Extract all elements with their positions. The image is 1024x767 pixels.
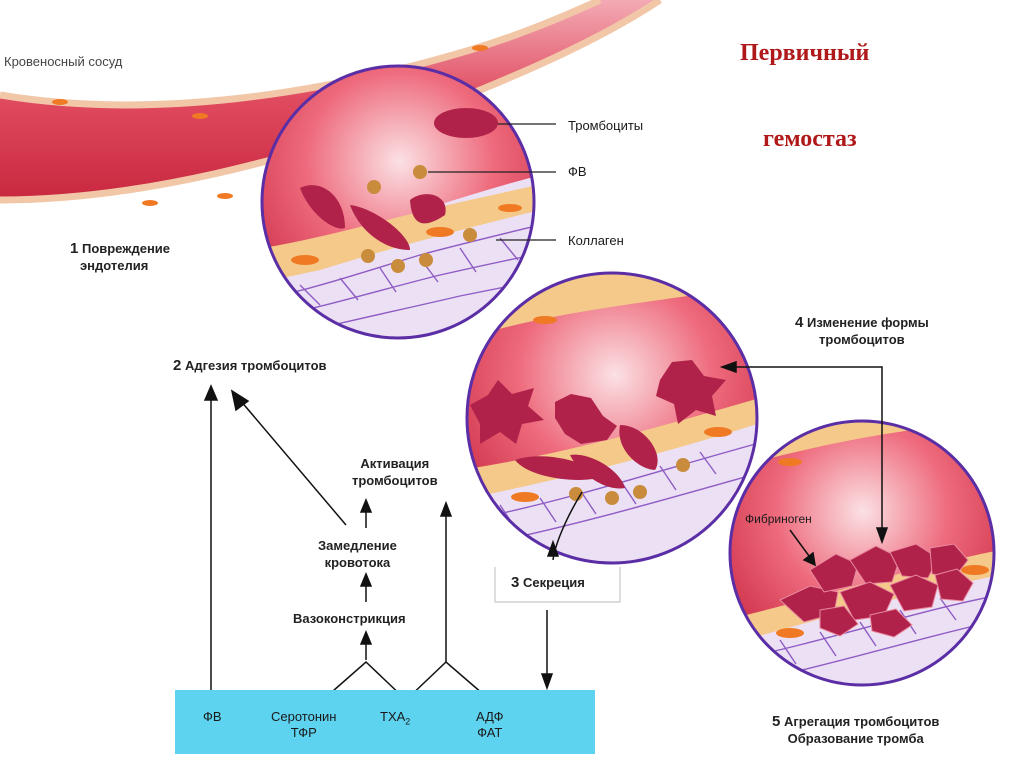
bar-adp-line2: ФАТ xyxy=(477,725,503,740)
step-5-number: 5 xyxy=(772,713,781,730)
step-5-line1: Агрегация тромбоцитов xyxy=(783,714,940,729)
vwf-label: ФВ xyxy=(568,164,587,179)
slowdown-line1: Замедление xyxy=(318,538,397,553)
step-1-label: 1 Повреждение эндотелия xyxy=(70,240,170,274)
secretion-bracket xyxy=(494,567,621,603)
step-1-number: 1 xyxy=(70,240,79,257)
step-1-line1: Повреждение xyxy=(81,241,171,256)
step-1-line2: эндотелия xyxy=(80,258,149,273)
step-3-label: 3 Секреция xyxy=(511,574,585,591)
step-3-number: 3 xyxy=(511,574,520,591)
bar-serotonin: Серотонин ТФР xyxy=(271,709,336,741)
bar-vwf: ФВ xyxy=(203,709,222,724)
step-2-number: 2 xyxy=(173,357,182,374)
title-line2: гемостаз xyxy=(763,126,857,152)
slowdown-label: Замедление кровотока xyxy=(318,537,397,571)
bar-txa-text: ТХА xyxy=(380,709,406,724)
magnified-view-aggregation xyxy=(728,419,996,687)
magnified-view-injury xyxy=(260,64,536,340)
title-line1: Первичный xyxy=(740,40,870,66)
step-4-line2: тромбоцитов xyxy=(819,332,905,347)
activation-line2: тромбоцитов xyxy=(352,473,438,488)
bar-txa-sub: 2 xyxy=(405,716,411,727)
step-3-text: Секреция xyxy=(522,575,585,590)
bar-adp-line1: АДФ xyxy=(476,709,504,724)
step-5-line2: Образование тромба xyxy=(787,731,924,746)
magnified-view-shape-change xyxy=(465,271,759,565)
fibrinogen-label: Фибриноген xyxy=(745,512,812,526)
bar-txa: ТХА2 xyxy=(380,709,410,730)
vessel-label: Кровеносный сосуд xyxy=(4,54,123,69)
bar-adp: АДФ ФАТ xyxy=(476,709,504,741)
mediators-bar xyxy=(175,690,595,754)
step-5-label: 5 Агрегация тромбоцитов Образование тром… xyxy=(772,713,939,747)
activation-label: Активация тромбоцитов xyxy=(352,455,438,489)
step-2-label: 2 Адгезия тромбоцитов xyxy=(173,357,327,374)
bar-serotonin-line2: ТФР xyxy=(290,725,317,740)
activation-line1: Активация xyxy=(360,456,430,471)
platelets-label: Тромбоциты xyxy=(568,118,644,133)
step-4-number: 4 xyxy=(795,314,804,331)
flow-arrows xyxy=(203,360,889,702)
collagen-label: Коллаген xyxy=(568,233,624,248)
step-4-label: 4 Изменение формы тромбоцитов xyxy=(795,314,929,348)
step-2-text: Адгезия тромбоцитов xyxy=(184,358,327,373)
bar-serotonin-line1: Серотонин xyxy=(271,709,337,724)
step-4-line1: Изменение формы xyxy=(806,315,929,330)
vasoconstriction-label: Вазоконстрикция xyxy=(293,611,406,626)
slowdown-line2: кровотока xyxy=(324,555,391,570)
callout-lines xyxy=(428,123,556,241)
